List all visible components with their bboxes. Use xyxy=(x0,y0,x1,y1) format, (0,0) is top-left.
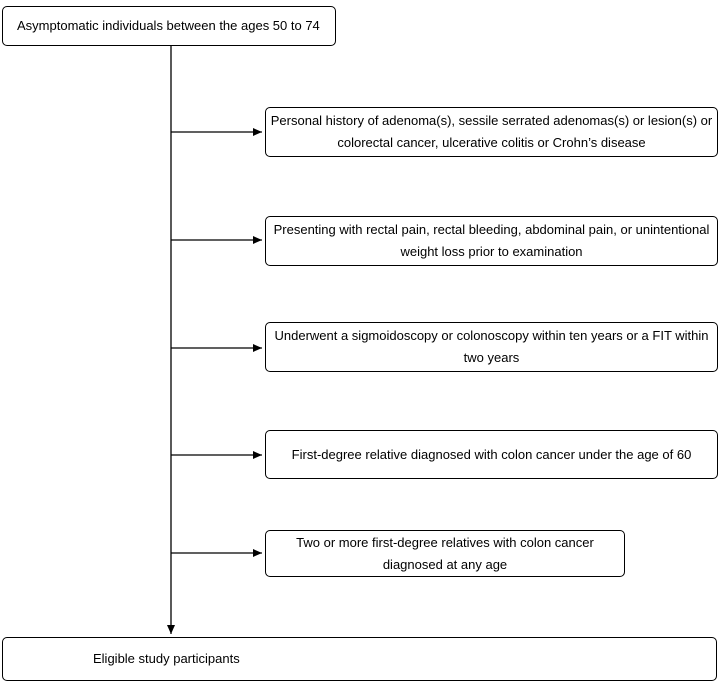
exclusion-box-5: Two or more first-degree relatives with … xyxy=(265,530,625,577)
exclusion-box-2: Presenting with rectal pain, rectal blee… xyxy=(265,216,718,266)
exclusion-box-1-text: Personal history of adenoma(s), sessile … xyxy=(270,113,713,150)
exclusion-box-5-text: Two or more first-degree relatives with … xyxy=(296,534,594,572)
exclusion-box-4-text: First-degree relative diagnosed with col… xyxy=(291,446,692,462)
start-node-text: Asymptomatic individuals between the age… xyxy=(17,18,320,33)
exclusion-box-4: First-degree relative diagnosed with col… xyxy=(265,430,718,479)
exclusion-box-1: Personal history of adenoma(s), sessile … xyxy=(265,107,718,157)
start-node: Asymptomatic individuals between the age… xyxy=(2,6,336,46)
end-node-text: Eligible study participants xyxy=(93,651,240,666)
end-node: Eligible study participants xyxy=(2,637,717,681)
exclusion-box-3-text: Underwent a sigmoidoscopy or colonoscopy… xyxy=(274,328,709,365)
exclusion-box-2-text: Presenting with rectal pain, rectal blee… xyxy=(273,222,710,259)
exclusion-box-3: Underwent a sigmoidoscopy or colonoscopy… xyxy=(265,322,718,372)
